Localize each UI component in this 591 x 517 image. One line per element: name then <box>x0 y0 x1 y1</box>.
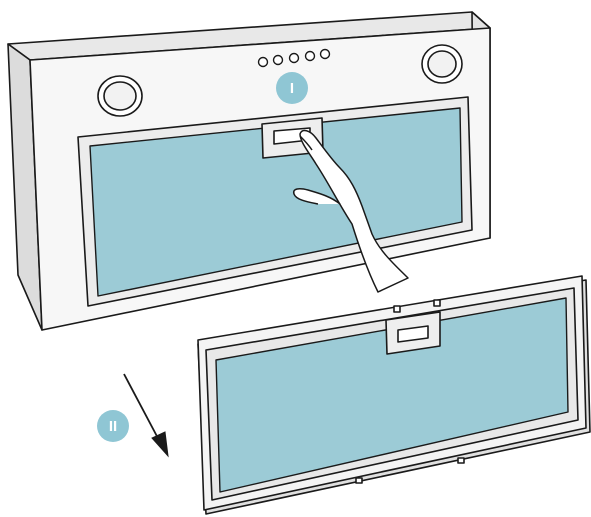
step-label: II <box>108 417 118 435</box>
knob-icon <box>257 56 269 68</box>
hand-icon <box>292 129 409 293</box>
cooker-hood <box>7 11 491 331</box>
knob-icon <box>304 50 316 62</box>
installed-filter-mesh <box>89 107 463 297</box>
control-knobs <box>257 48 331 68</box>
filter-tab <box>457 457 465 464</box>
knob-icon <box>272 54 284 66</box>
knob-icon <box>288 52 300 64</box>
removed-filter <box>197 275 591 515</box>
removed-filter-mesh <box>215 297 569 493</box>
step-label: I <box>289 79 295 97</box>
arrow-down-right-icon <box>123 373 169 458</box>
knob-icon <box>319 48 331 60</box>
filter-tab <box>355 477 363 484</box>
step-badge-1: I <box>276 72 308 104</box>
filter-clip <box>393 305 401 313</box>
left-vent-icon <box>97 75 143 117</box>
right-vent-icon <box>421 44 463 84</box>
filter-clip <box>433 299 441 307</box>
step-badge-2: II <box>97 410 129 442</box>
